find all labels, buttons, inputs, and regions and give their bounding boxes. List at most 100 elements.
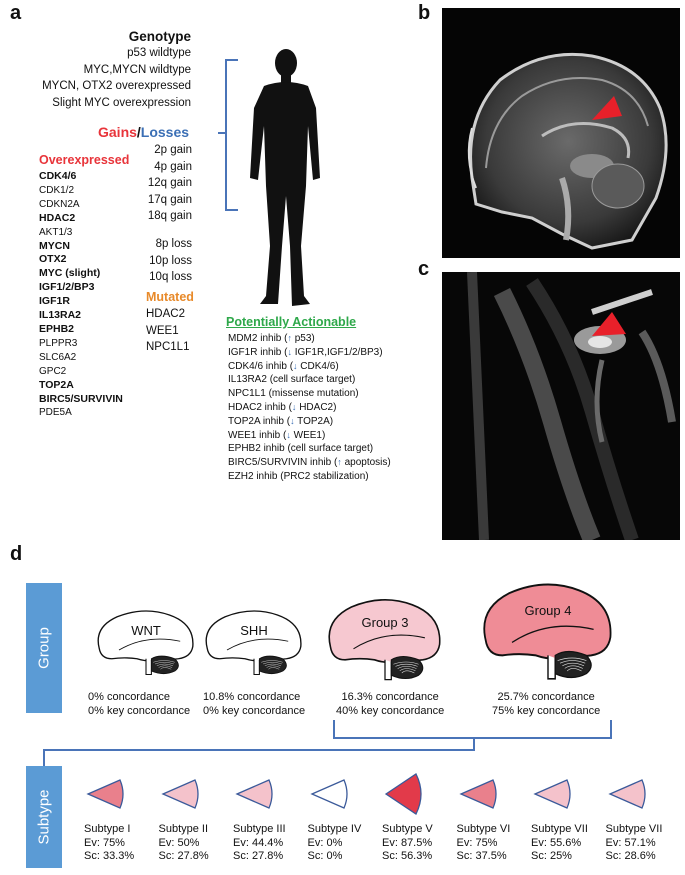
overexpressed-gene: HDAC2 (39, 211, 76, 224)
gain-item: 12q gain (147, 177, 192, 189)
overexpressed-gene: MYC (slight) (39, 267, 101, 280)
panel-letter-d: d (10, 543, 23, 565)
subtype-ev: Ev: 44.4% (233, 836, 284, 849)
genotype-line: MYC,MYCN wildtype (83, 63, 191, 76)
actionable-item: EZH2 inhib (PRC2 stabilization) (228, 470, 369, 482)
panel-letter-b: b (418, 2, 431, 24)
arrow-down-icon: ↓ (290, 415, 295, 426)
genotype-line: p53 wildtype (127, 47, 191, 59)
loss-item: 8p loss (155, 238, 192, 250)
brain-2: SHH (200, 608, 308, 678)
actionable-item: IGF1R inhib (↓ IGF1R,IGF1/2/BP3) (228, 346, 383, 358)
overexpressed-gene: MYCN (39, 239, 70, 252)
actionable-item: NPC1L1 (missense mutation) (228, 388, 359, 400)
genotype-line: Slight MYC overexpression (52, 96, 191, 109)
arrow-down-icon: ↓ (286, 429, 291, 440)
arrow-down-icon: ↓ (291, 401, 297, 412)
actionable-item: HDAC2 inhib (↓ HDAC2) (228, 401, 337, 413)
overexpressed-gene: CDK4/6 (39, 170, 77, 182)
gains-list: 2p gain 4p gain 12q gain 17q gain 18q ga… (128, 142, 192, 225)
overexpressed-gene: CDK1/2 (39, 184, 75, 196)
arrowhead-marker-icon (592, 312, 626, 336)
subtype-sc: Sc: 37.5% (456, 850, 507, 862)
mutated-block: Mutated HDAC2 WEE1 NPC1L1 (146, 289, 226, 356)
subtype-row-label: Subtype (26, 766, 62, 868)
subtype-name: Subtype VI (456, 823, 511, 835)
mutated-gene: NPC1L1 (146, 341, 190, 353)
gain-item: 4p gain (154, 160, 192, 173)
brain-1: WNT (92, 608, 200, 678)
arrow-up-icon: ↑ (287, 333, 292, 343)
actionable-item: TOP2A inhib (↓ TOP2A) (228, 415, 334, 427)
overexpressed-gene: EPHB2 (39, 322, 75, 335)
arrow-down-icon: ↓ (287, 346, 292, 357)
actionable-item: EPHB2 inhib (cell surface target) (228, 443, 374, 455)
overexpressed-heading: Overexpressed (39, 153, 130, 167)
subtype-wedge-icon (235, 779, 273, 809)
gain-item: 17q gain (147, 193, 192, 206)
subtype-ev: Ev: 75% (456, 836, 498, 849)
brain-4: Group 4 (476, 580, 620, 684)
subtype-wedge-icon (458, 779, 497, 809)
subtype-label-text: Subtype (35, 789, 53, 845)
brain-3: Group 3 (322, 596, 448, 684)
subtype-sc: Sc: 33.3% (84, 850, 135, 862)
group-row-label: Group (26, 583, 62, 713)
subtype-wedge-icon (86, 779, 124, 809)
subtype-sc: Sc: 56.3% (382, 850, 433, 862)
panel-letter-a: a (10, 2, 22, 24)
subtype-ev: Ev: 0% (307, 836, 343, 849)
subtype-wedge-icon (607, 779, 646, 809)
mri-sagittal-image (442, 8, 680, 258)
losses-heading: Losses (140, 124, 190, 140)
subtype-wedge-icon (533, 779, 571, 809)
gain-item: 18q gain (147, 210, 192, 222)
subtype-sc: Sc: 0% (307, 850, 343, 862)
gains-heading: Gains (98, 124, 137, 140)
actionable-item: BIRC5/SURVIVIN inhib (↑ apoptosis) (228, 457, 391, 469)
subtype-sc: Sc: 25% (531, 850, 572, 862)
subtype-name: Subtype IV (307, 823, 362, 835)
subtype-wedge-icon (384, 773, 422, 815)
genotype-bracket (218, 59, 238, 211)
overexpressed-gene: CDKN2A (39, 198, 80, 210)
overexpressed-gene: BIRC5/SURVIVIN (39, 392, 123, 405)
mri-spine-image (442, 272, 680, 540)
gain-item: 2p gain (154, 144, 192, 156)
overexpressed-gene: IL13RA2 (39, 309, 82, 322)
subtype-ev: Ev: 57.1% (605, 836, 656, 849)
actionable-item: MDM2 inhib (↑ p53) (228, 333, 315, 344)
brain-icon (483, 583, 612, 680)
subtype-ev: Ev: 55.6% (531, 836, 582, 849)
subtype-ev: Ev: 75% (84, 836, 125, 849)
subtype-ev: Ev: 87.5% (382, 836, 433, 849)
arrow-down-icon: ↓ (293, 360, 298, 371)
brain-icon (205, 610, 302, 676)
mutated-gene: WEE1 (146, 324, 179, 337)
group-name: Group 4 (524, 602, 572, 618)
overexpressed-gene: PLPPR3 (39, 337, 78, 349)
actionable-item: CDK4/6 inhib (↓ CDK4/6) (228, 360, 339, 372)
overexpressed-gene: IGF1/2/BP3 (39, 281, 95, 294)
group-name: Group 3 (361, 615, 409, 631)
subtype-name: Subtype II (158, 823, 209, 835)
actionable-item: WEE1 inhib (↓ WEE1) (228, 429, 326, 441)
genotype-line: MYCN, OTX2 overexpressed (42, 80, 191, 92)
actionable-item: IL13RA2 (cell surface target) (228, 374, 356, 386)
panel-letter-c: c (418, 258, 430, 280)
subtype-name: Subtype V (382, 823, 433, 835)
subtype-name: Subtype III (233, 823, 286, 835)
overexpressed-gene: PDE5A (39, 407, 72, 419)
mutated-gene: HDAC2 (146, 308, 185, 320)
gains-losses-heading: Gains/Losses (98, 124, 189, 140)
